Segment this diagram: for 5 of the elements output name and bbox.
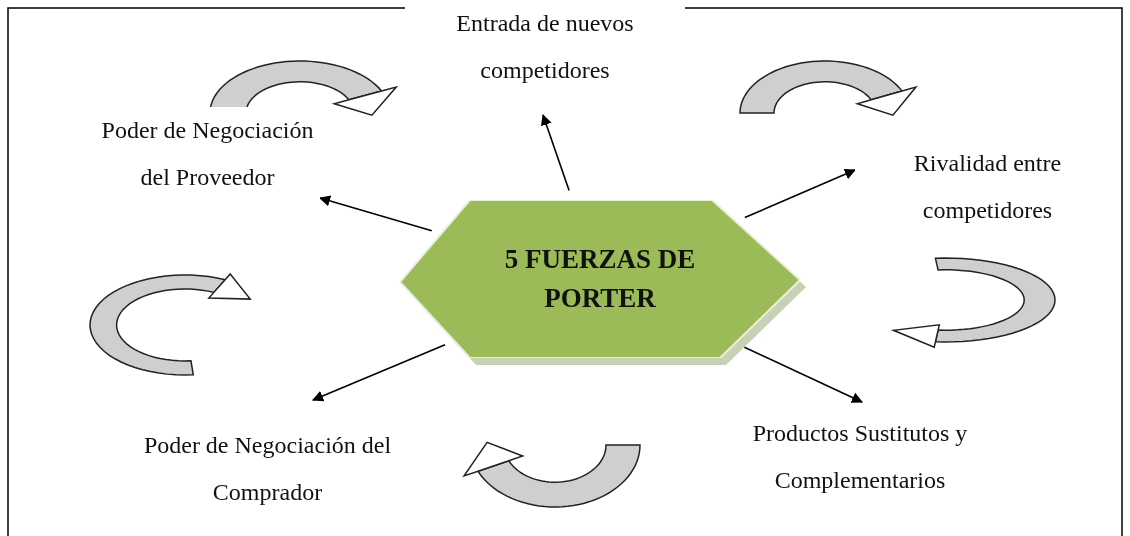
- arrow: [744, 168, 857, 219]
- arrow: [311, 344, 446, 402]
- title-label: 5 FUERZAS DE PORTER: [503, 242, 697, 315]
- arrow: [541, 113, 570, 192]
- arrow: [743, 346, 863, 403]
